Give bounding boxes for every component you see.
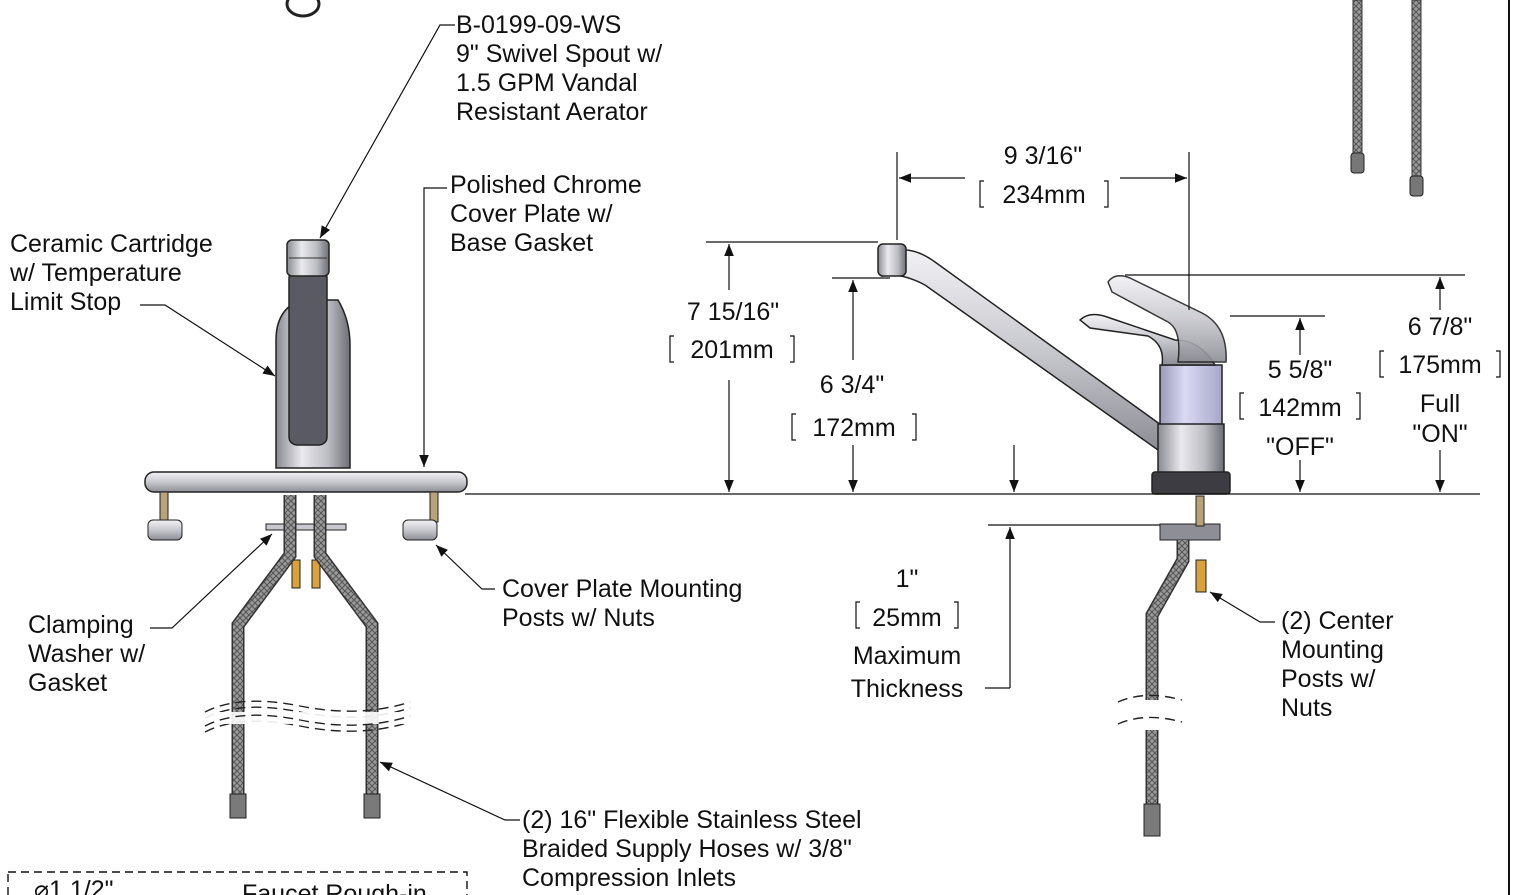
callout-line: Cover Plate Mounting (502, 575, 742, 603)
callout-line: Posts w/ (1281, 665, 1376, 693)
dim-metric: 175mm (1398, 351, 1481, 379)
dim-imperial: 9 3/16" (1004, 142, 1082, 170)
faucet-front-view (144, 239, 468, 819)
callout-line: Mounting (1281, 636, 1384, 664)
dim-note: "ON" (1412, 420, 1467, 448)
callout-line: B-0199-09-WS (456, 11, 621, 39)
top-right-hoses (1350, 0, 1424, 197)
dimension-lines (465, 152, 1480, 689)
dim-note: Thickness (851, 675, 964, 703)
callout-clamping-washer: Clamping Washer w/ Gasket (28, 611, 145, 697)
dim-metric: 234mm (1002, 181, 1085, 209)
dim-spout-reach: 9 3/16" 234mm (979, 142, 1109, 209)
callout-line: Cover Plate w/ (450, 200, 613, 228)
callout-line: Resistant Aerator (456, 98, 648, 126)
callout-cover-plate: Polished Chrome Cover Plate w/ Base Gask… (450, 171, 642, 257)
callout-cartridge: Ceramic Cartridge w/ Temperature Limit S… (9, 230, 213, 316)
dim-note: Full (1420, 390, 1460, 418)
callout-line: (2) 16" Flexible Stainless Steel (522, 806, 862, 834)
faucet-side-view (877, 243, 1231, 837)
callout-line: Compression Inlets (522, 864, 736, 892)
dim-imperial: 6 3/4" (820, 371, 884, 399)
dim-metric: 172mm (812, 414, 895, 442)
callout-line: Polished Chrome (450, 171, 642, 199)
rough-in-box: ⌀1 1/2" Faucet Rough-in (7, 871, 468, 895)
leader-lines (140, 24, 1275, 821)
callout-line: Gasket (28, 669, 107, 697)
dim-imperial: 1" (896, 565, 919, 593)
callout-line: Nuts (1281, 694, 1332, 722)
callout-spout: B-0199-09-WS 9" Swivel Spout w/ 1.5 GPM … (456, 11, 662, 126)
callout-line: Washer w/ (28, 640, 145, 668)
callout-line: 1.5 GPM Vandal (456, 69, 638, 97)
callout-line: Limit Stop (10, 288, 121, 316)
callout-supply-hoses: (2) 16" Flexible Stainless Steel Braided… (522, 806, 862, 892)
dim-metric: 142mm (1258, 394, 1341, 422)
dim-handle-on: 6 7/8" 175mm Full "ON" (1379, 313, 1501, 448)
dim-metric: 201mm (690, 336, 773, 364)
callout-line: w/ Temperature (9, 259, 182, 287)
callout-line: Ceramic Cartridge (10, 230, 213, 258)
callout-line: Clamping (28, 611, 134, 639)
callout-line: Base Gasket (450, 229, 593, 257)
o-ring-part (285, 0, 321, 18)
callout-mounting-posts: Cover Plate Mounting Posts w/ Nuts (502, 575, 742, 632)
dim-metric: 25mm (872, 604, 941, 632)
dim-imperial: 5 5/8" (1268, 356, 1332, 384)
dim-note: Maximum (853, 642, 961, 670)
callout-line: 9" Swivel Spout w/ (456, 40, 662, 68)
rough-in-diameter: ⌀1 1/2" (34, 876, 114, 895)
rough-in-label: Faucet Rough-in (242, 880, 427, 895)
callout-line: Braided Supply Hoses w/ 3/8" (522, 835, 852, 863)
dim-imperial: 7 15/16" (687, 298, 779, 326)
dim-aerator-height: 6 3/4" 172mm (791, 371, 917, 442)
callout-line: (2) Center (1281, 607, 1394, 635)
callout-center-posts: (2) Center Mounting Posts w/ Nuts (1281, 607, 1394, 722)
callout-line: Posts w/ Nuts (502, 604, 655, 632)
dim-thickness: 1" 25mm Maximum Thickness (851, 565, 964, 703)
dim-imperial: 6 7/8" (1408, 313, 1472, 341)
dim-note: "OFF" (1266, 433, 1334, 461)
dim-handle-off: 5 5/8" 142mm "OFF" (1239, 356, 1361, 461)
dim-spout-height: 7 15/16" 201mm (669, 298, 795, 364)
